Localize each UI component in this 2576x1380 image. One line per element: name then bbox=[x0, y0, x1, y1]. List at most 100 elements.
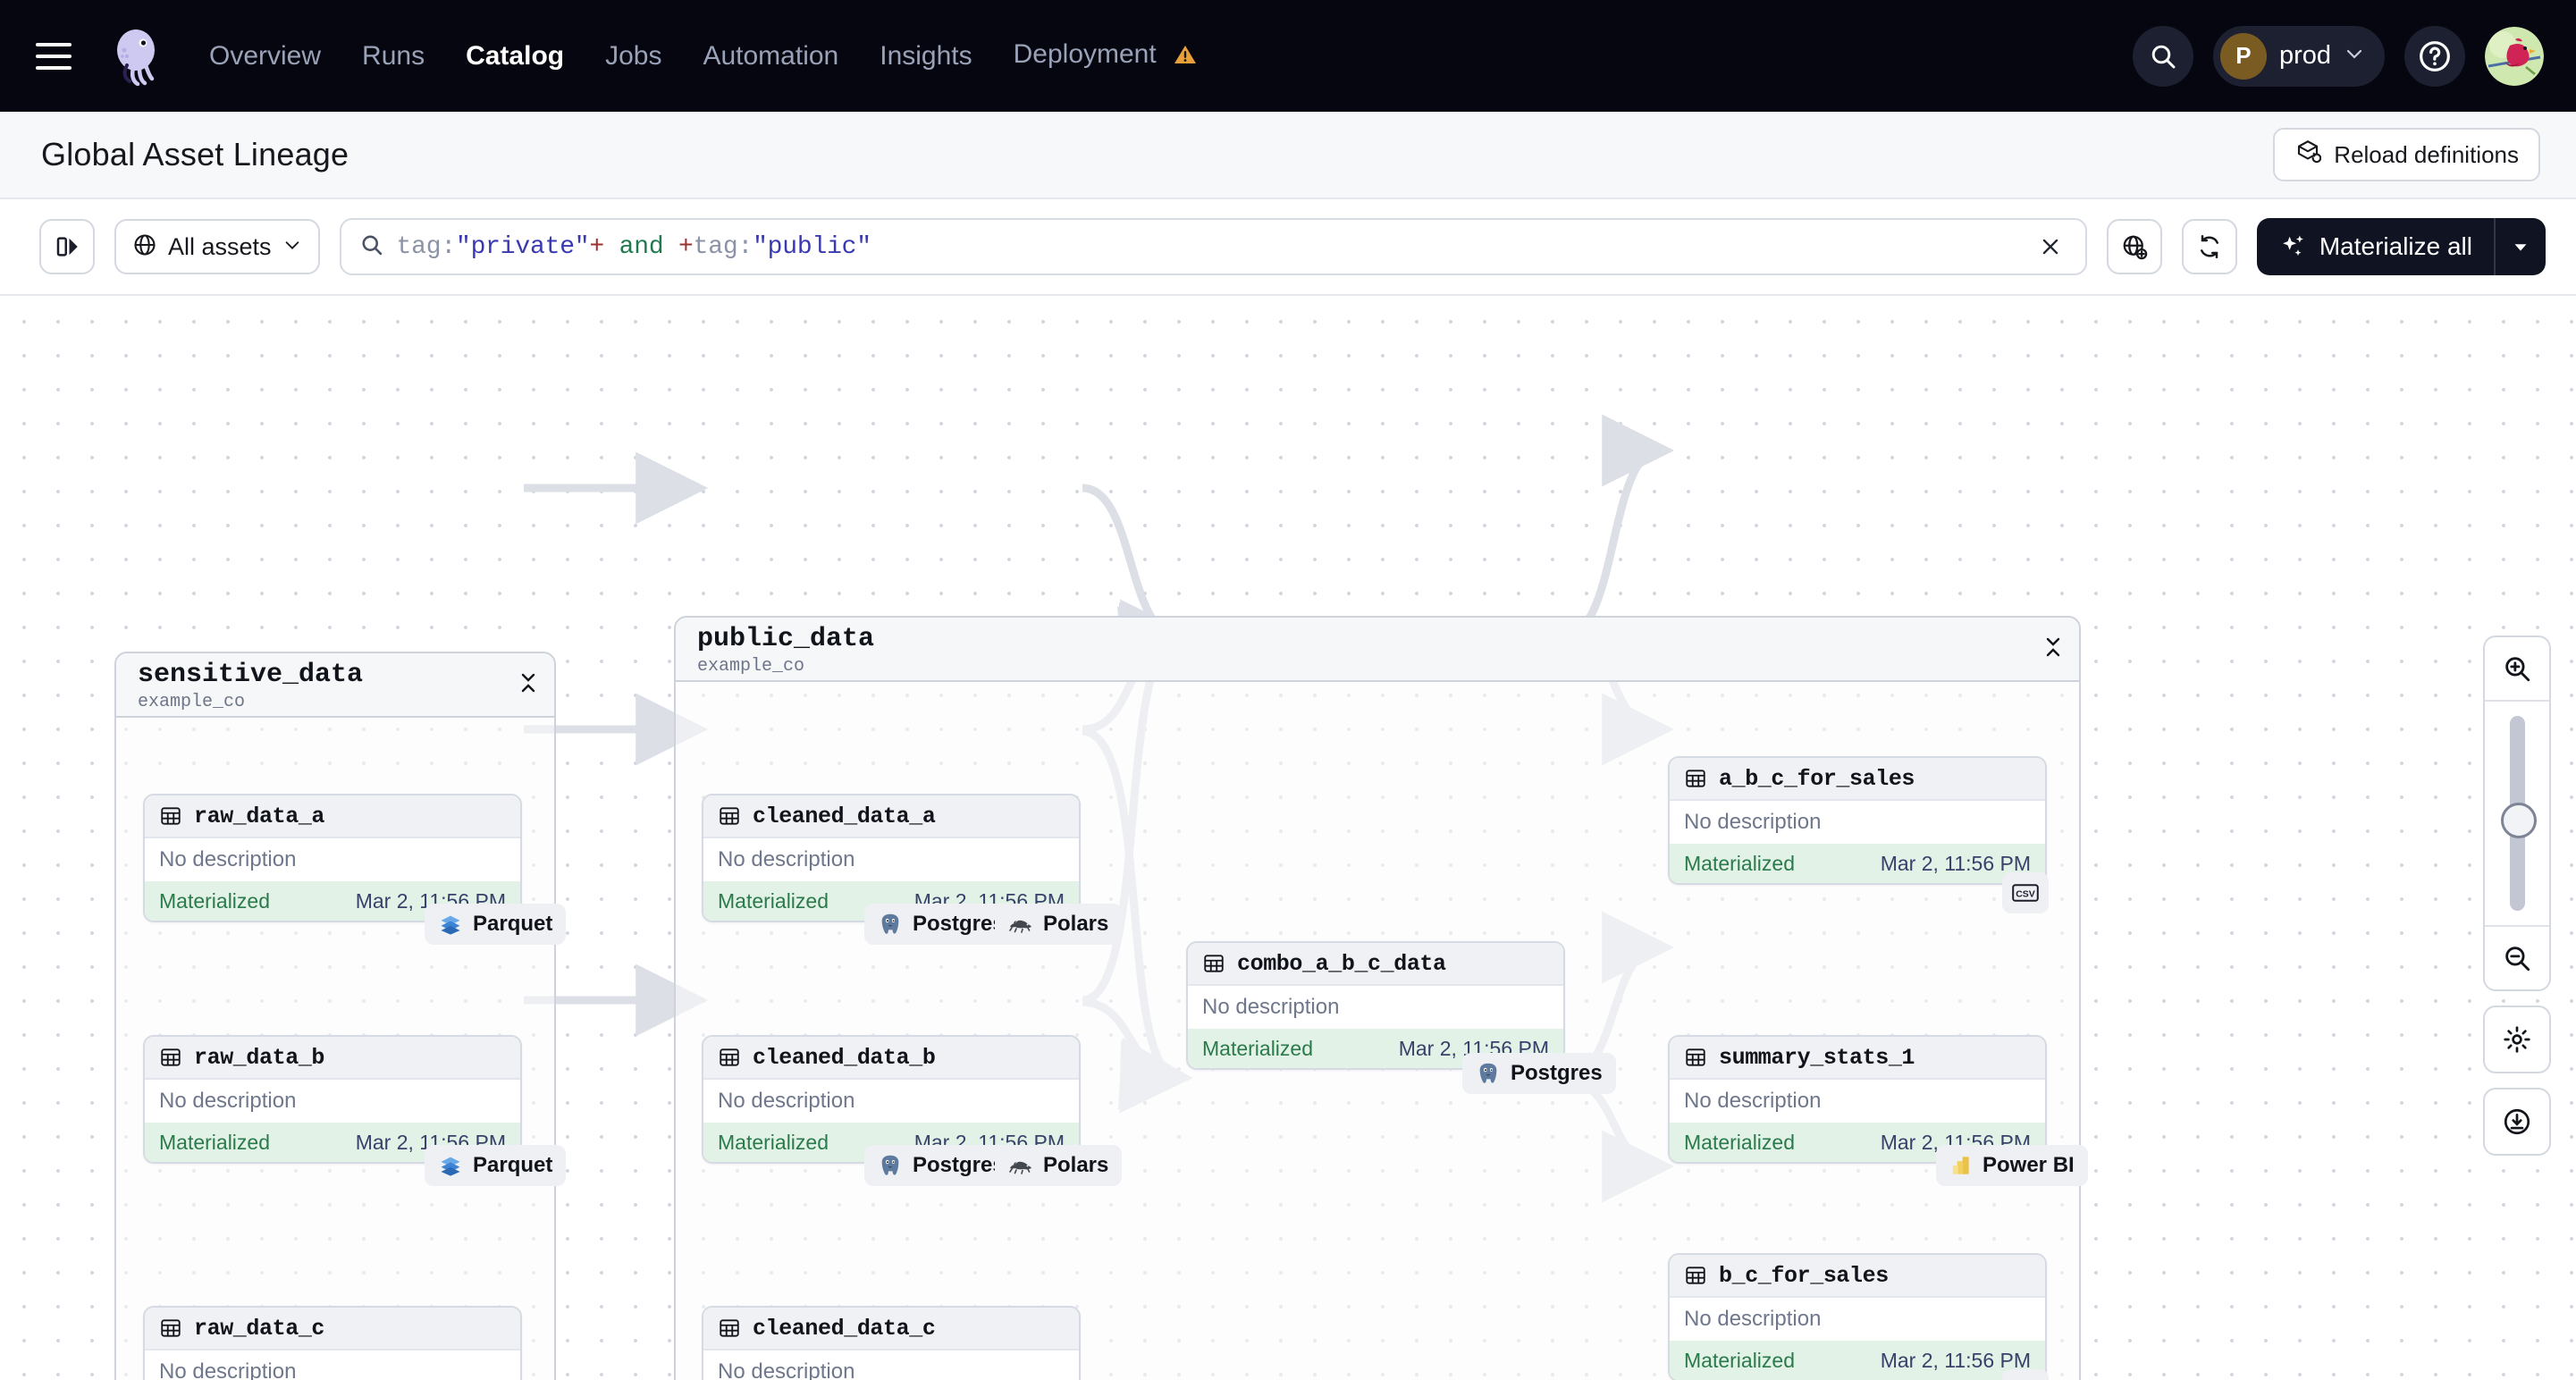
asset-group-repository: example_co bbox=[697, 655, 805, 677]
warning-triangle-icon bbox=[1174, 42, 1197, 72]
status-badge: Materialized bbox=[1684, 851, 1795, 875]
asset-group-header[interactable]: public_data example_co bbox=[676, 618, 2079, 682]
asset-node[interactable]: raw_data_b No description Materialized M… bbox=[143, 1035, 522, 1164]
asset-node-status-bar[interactable]: Materialized Mar 2, 11:56 PM bbox=[1670, 844, 2045, 883]
search-query-text[interactable]: tag:"private"+ and +tag:"public" bbox=[397, 233, 2016, 261]
globe-plus-icon[interactable] bbox=[2106, 219, 2162, 274]
user-avatar[interactable] bbox=[2485, 26, 2544, 86]
asset-node[interactable]: raw_data_c No description Materialized M… bbox=[143, 1306, 522, 1380]
cube-refresh-icon bbox=[2294, 139, 2322, 172]
asset-node-status-bar[interactable]: Materialized Mar 2, 11:56 PM bbox=[1670, 1341, 2045, 1380]
asset-node-description: No description bbox=[703, 1080, 1079, 1123]
asset-lineage-canvas[interactable]: sensitive_data example_co public_data ex… bbox=[0, 296, 2576, 1380]
nav-right-controls: P prod bbox=[2132, 25, 2544, 87]
close-x-icon[interactable] bbox=[2028, 224, 2073, 269]
asset-node-header[interactable]: raw_data_a bbox=[145, 795, 520, 838]
asset-node[interactable]: combo_a_b_c_data No description Material… bbox=[1186, 941, 1565, 1070]
asset-filter-dropdown[interactable]: All assets bbox=[114, 219, 320, 274]
chevron-down-icon bbox=[2344, 43, 2365, 69]
asset-node-header[interactable]: a_b_c_for_sales bbox=[1670, 758, 2045, 801]
asset-node[interactable]: b_c_for_sales No description Materialize… bbox=[1668, 1253, 2047, 1380]
asset-group-header[interactable]: sensitive_data example_co bbox=[116, 653, 554, 718]
asset-node-header[interactable]: b_c_for_sales bbox=[1670, 1255, 2045, 1298]
asset-kind-tag[interactable]: Polars bbox=[995, 904, 1123, 945]
table-icon bbox=[1684, 1264, 1707, 1287]
chevron-down-icon bbox=[282, 235, 302, 259]
asset-node-name: raw_data_c bbox=[194, 1315, 325, 1342]
asset-node-status-bar[interactable]: Materialized Mar 2, 11:56 PM bbox=[1670, 1123, 2045, 1162]
nav-link-catalog[interactable]: Catalog bbox=[466, 40, 565, 71]
reload-definitions-button[interactable]: Reload definitions bbox=[2273, 128, 2540, 181]
asset-group-sensitive-data[interactable]: sensitive_data example_co bbox=[114, 652, 556, 1380]
collapse-icon[interactable] bbox=[518, 671, 538, 699]
asset-node-header[interactable]: raw_data_c bbox=[145, 1308, 520, 1351]
search-input[interactable]: tag:"private"+ and +tag:"public" bbox=[339, 218, 2087, 275]
asset-kind-tag[interactable]: CSV bbox=[2002, 872, 2049, 913]
nav-link-insights[interactable]: Insights bbox=[880, 40, 972, 71]
parquet-icon bbox=[438, 1153, 463, 1178]
hamburger-menu-icon[interactable] bbox=[36, 42, 72, 70]
materialize-all-caret[interactable] bbox=[2494, 218, 2546, 275]
lineage-toolbar: All assets tag:"private"+ and +tag:"publ… bbox=[0, 199, 2576, 296]
zoom-slider-thumb[interactable] bbox=[2501, 803, 2537, 838]
table-icon bbox=[718, 804, 741, 828]
nav-link-jobs[interactable]: Jobs bbox=[605, 40, 662, 71]
nav-link-deployment[interactable]: Deployment bbox=[1014, 39, 1197, 72]
deployment-selector[interactable]: P prod bbox=[2212, 25, 2385, 87]
divider bbox=[2485, 925, 2549, 927]
zoom-out-icon[interactable] bbox=[2485, 927, 2549, 989]
asset-node[interactable]: cleaned_data_c No description Materializ… bbox=[702, 1306, 1081, 1380]
asset-node-header[interactable]: cleaned_data_c bbox=[703, 1308, 1079, 1351]
query-token-3: and bbox=[604, 232, 679, 261]
table-icon bbox=[718, 1317, 741, 1340]
last-materialized-timestamp: Mar 2, 11:56 PM bbox=[1880, 851, 2031, 875]
collapse-icon[interactable] bbox=[2043, 635, 2063, 663]
download-circle-icon[interactable] bbox=[2483, 1088, 2551, 1156]
dagster-logo-icon[interactable] bbox=[107, 27, 166, 86]
asset-kind-tag[interactable]: Polars bbox=[995, 1145, 1123, 1186]
refresh-icon[interactable] bbox=[2181, 219, 2237, 274]
status-badge: Materialized bbox=[1684, 1130, 1795, 1154]
search-icon[interactable] bbox=[2132, 25, 2193, 87]
gear-icon[interactable] bbox=[2483, 1006, 2551, 1073]
nav-link-automation[interactable]: Automation bbox=[703, 40, 839, 71]
asset-node-description: No description bbox=[1670, 1080, 2045, 1123]
asset-node[interactable]: cleaned_data_a No description Materializ… bbox=[702, 794, 1081, 922]
materialize-all-button[interactable]: Materialize all bbox=[2256, 218, 2546, 275]
asset-node-status-bar[interactable]: Materialized Mar 2, 11:56 PM bbox=[145, 1123, 520, 1162]
query-token-2: + bbox=[589, 232, 605, 261]
asset-node-header[interactable]: raw_data_b bbox=[145, 1037, 520, 1080]
status-badge: Materialized bbox=[159, 1130, 270, 1154]
asset-kind-tag[interactable]: CSV bbox=[2002, 1369, 2049, 1380]
search-icon bbox=[359, 232, 384, 262]
zoom-in-icon[interactable] bbox=[2485, 637, 2549, 700]
postgres-icon bbox=[878, 912, 903, 937]
asset-node-header[interactable]: cleaned_data_a bbox=[703, 795, 1079, 838]
asset-node-header[interactable]: combo_a_b_c_data bbox=[1188, 943, 1563, 986]
materialize-all-main[interactable]: Materialize all bbox=[2257, 218, 2494, 275]
page-header: Global Asset Lineage Reload definitions bbox=[0, 112, 2576, 199]
asset-node-header[interactable]: summary_stats_1 bbox=[1670, 1037, 2045, 1080]
zoom-slider[interactable] bbox=[2485, 702, 2549, 925]
reload-definitions-label: Reload definitions bbox=[2334, 140, 2519, 168]
asset-kind-tag[interactable]: Postgres bbox=[864, 904, 1018, 945]
asset-kind-tag[interactable]: Parquet bbox=[425, 1145, 567, 1186]
asset-node-description: No description bbox=[1670, 801, 2045, 844]
asset-kind-tag[interactable]: Postgres bbox=[864, 1145, 1018, 1186]
asset-kind-tag[interactable]: Parquet bbox=[425, 904, 567, 945]
asset-node[interactable]: a_b_c_for_sales No description Materiali… bbox=[1668, 756, 2047, 885]
asset-node-header[interactable]: cleaned_data_b bbox=[703, 1037, 1079, 1080]
zoom-control-group[interactable] bbox=[2483, 635, 2551, 991]
postgres-icon bbox=[878, 1153, 903, 1178]
postgres-icon bbox=[1476, 1061, 1501, 1086]
asset-kind-tag[interactable]: Postgres bbox=[1462, 1053, 1616, 1094]
nav-link-runs[interactable]: Runs bbox=[362, 40, 425, 71]
question-circle-icon[interactable] bbox=[2404, 25, 2465, 87]
query-token-1: "private" bbox=[455, 232, 590, 261]
asset-kind-tag[interactable]: Power BI bbox=[1936, 1145, 2088, 1186]
panel-expand-icon[interactable] bbox=[39, 219, 95, 274]
nav-link-overview[interactable]: Overview bbox=[209, 40, 322, 71]
asset-node[interactable]: summary_stats_1 No description Materiali… bbox=[1668, 1035, 2047, 1164]
zoom-controls[interactable] bbox=[2483, 635, 2551, 1156]
status-badge: Materialized bbox=[1684, 1348, 1795, 1372]
